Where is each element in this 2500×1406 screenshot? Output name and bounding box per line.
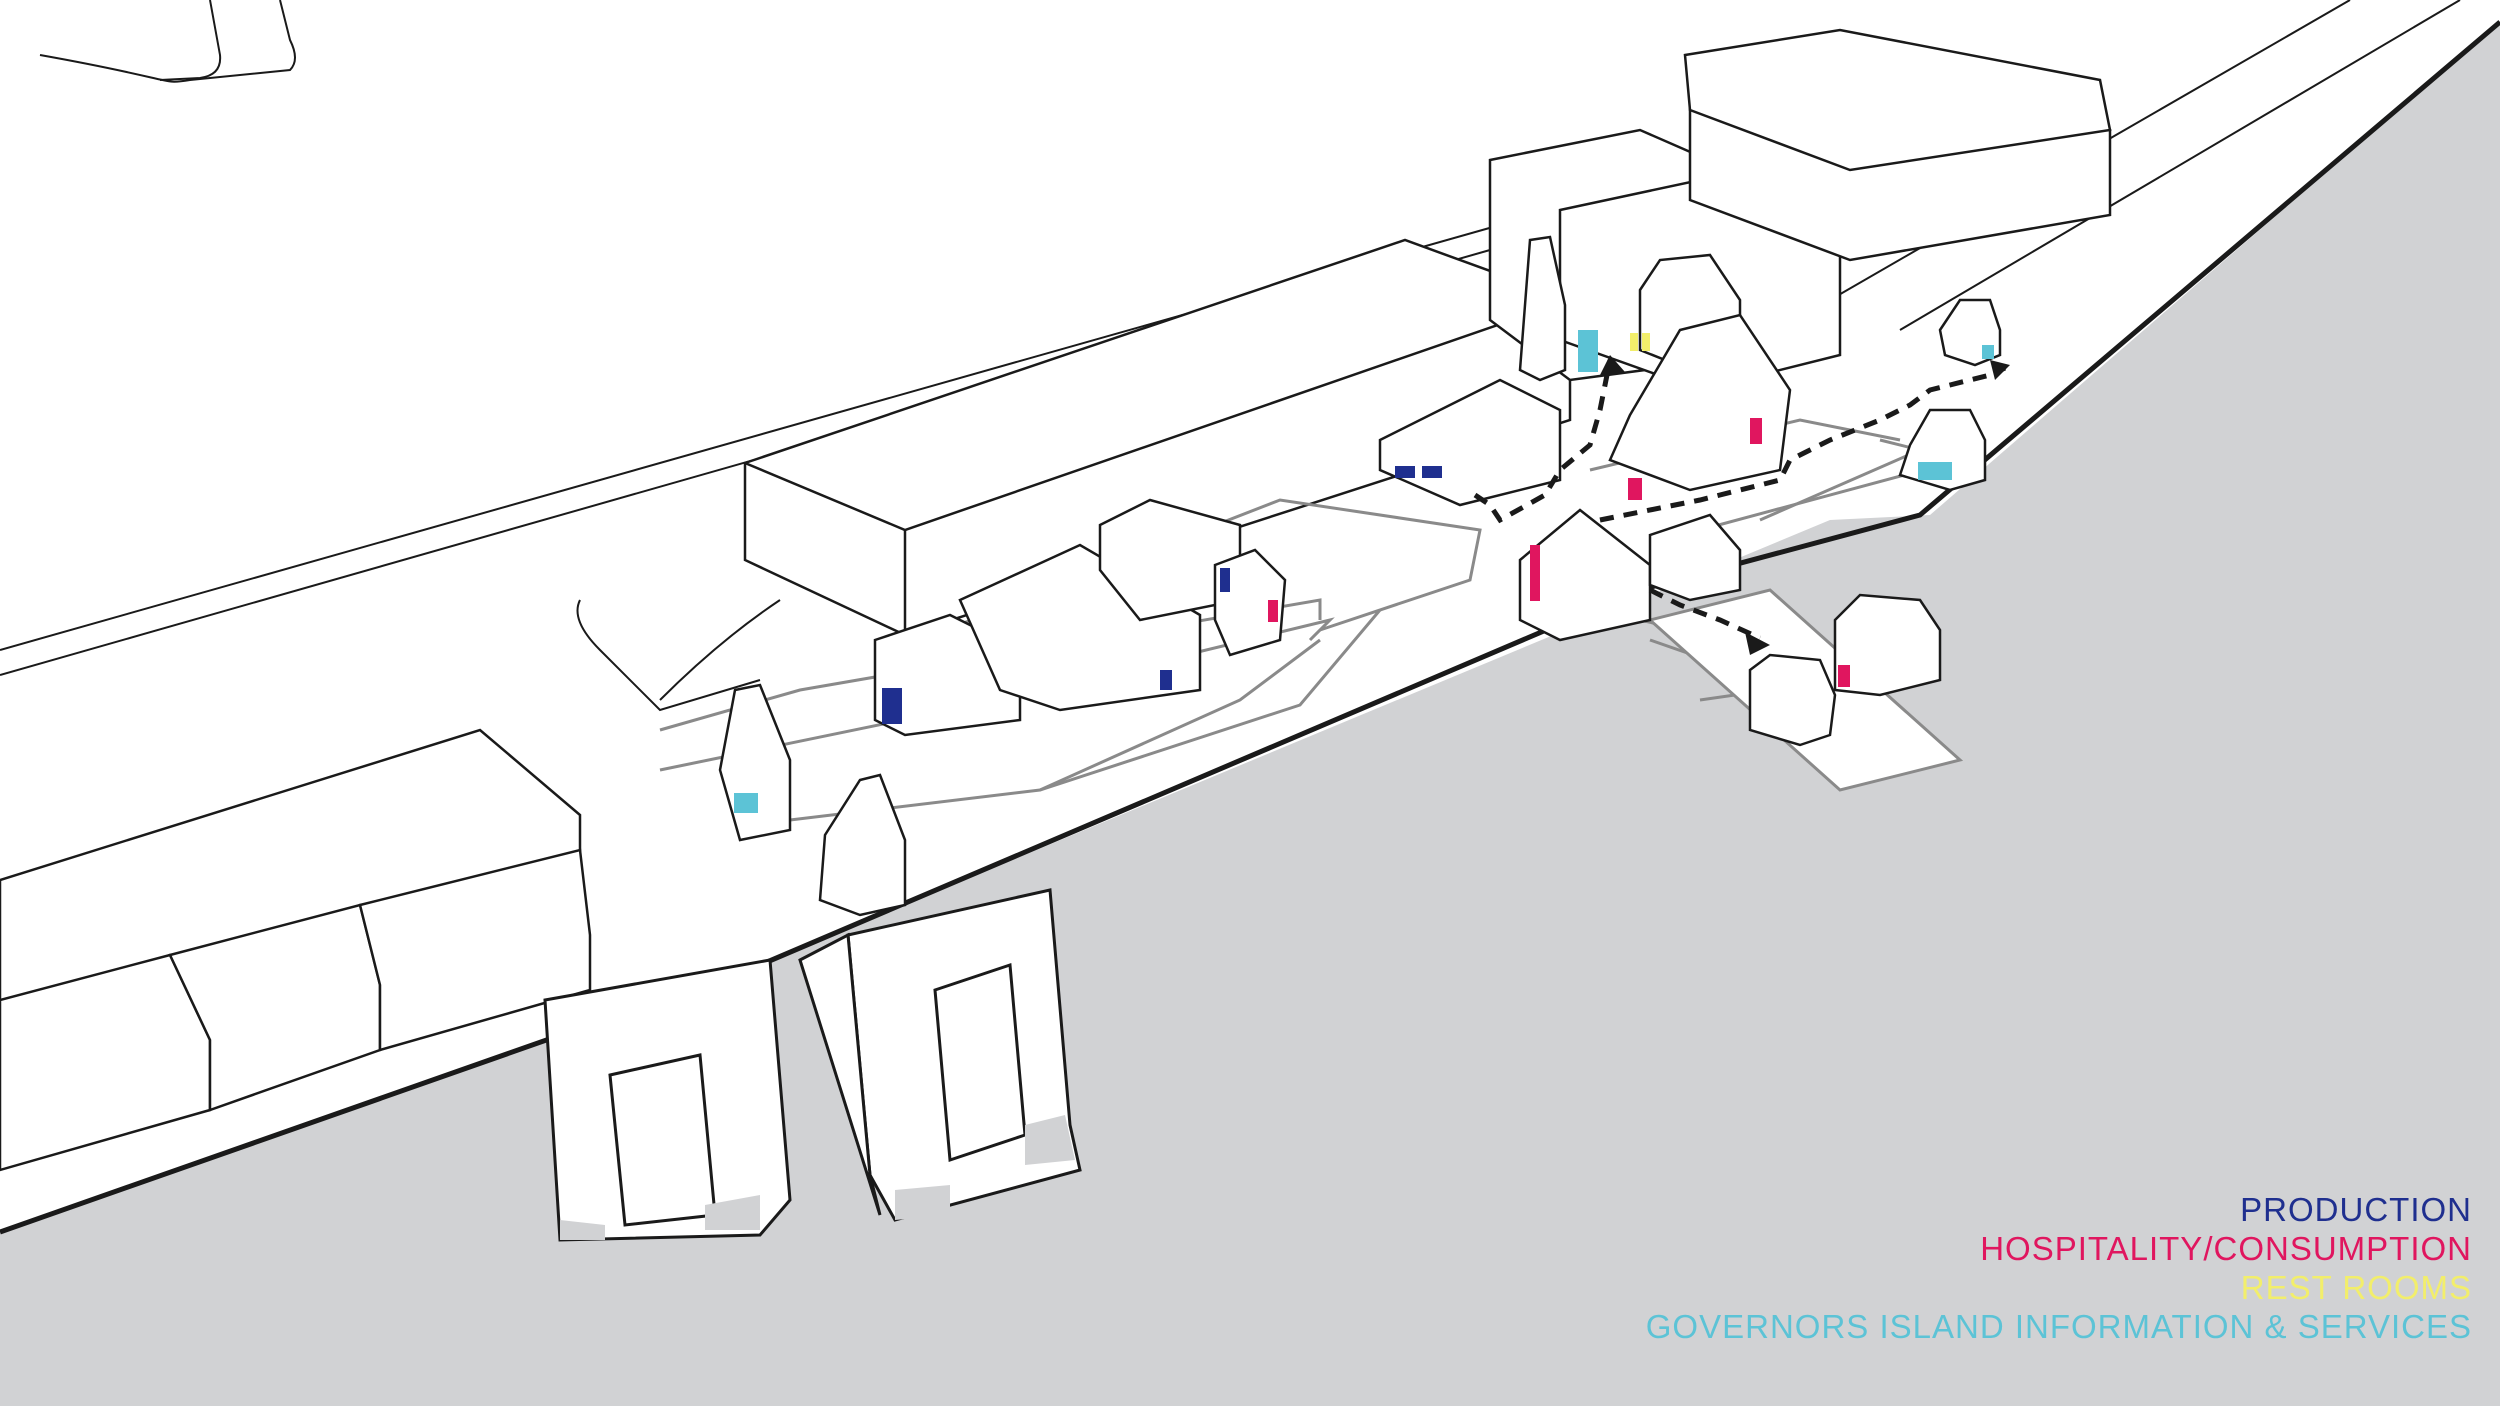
long-shed-building	[743, 238, 1572, 637]
program-swatches	[734, 330, 1994, 813]
legend-item-hospitality: HOSPITALITY/CONSUMPTION	[1980, 1230, 2472, 1267]
plaza-curve-inner	[659, 599, 781, 701]
legend-item-information-services: GOVERNORS ISLAND INFORMATION & SERVICES	[1645, 1308, 2472, 1345]
gateway-structures	[543, 888, 1082, 1242]
legend: PRODUCTION HOSPITALITY/CONSUMPTION REST …	[1646, 1190, 2472, 1346]
legend-item-rest-rooms: REST ROOMS	[2240, 1269, 2472, 1306]
circulation-paths	[1473, 359, 2007, 641]
gateway-shading	[560, 1115, 1075, 1240]
plaza-curve	[576, 599, 761, 712]
arrow-heads	[1600, 355, 2010, 655]
left-background-buildings	[0, 728, 592, 1172]
legend-item-production: PRODUCTION	[2240, 1191, 2472, 1228]
